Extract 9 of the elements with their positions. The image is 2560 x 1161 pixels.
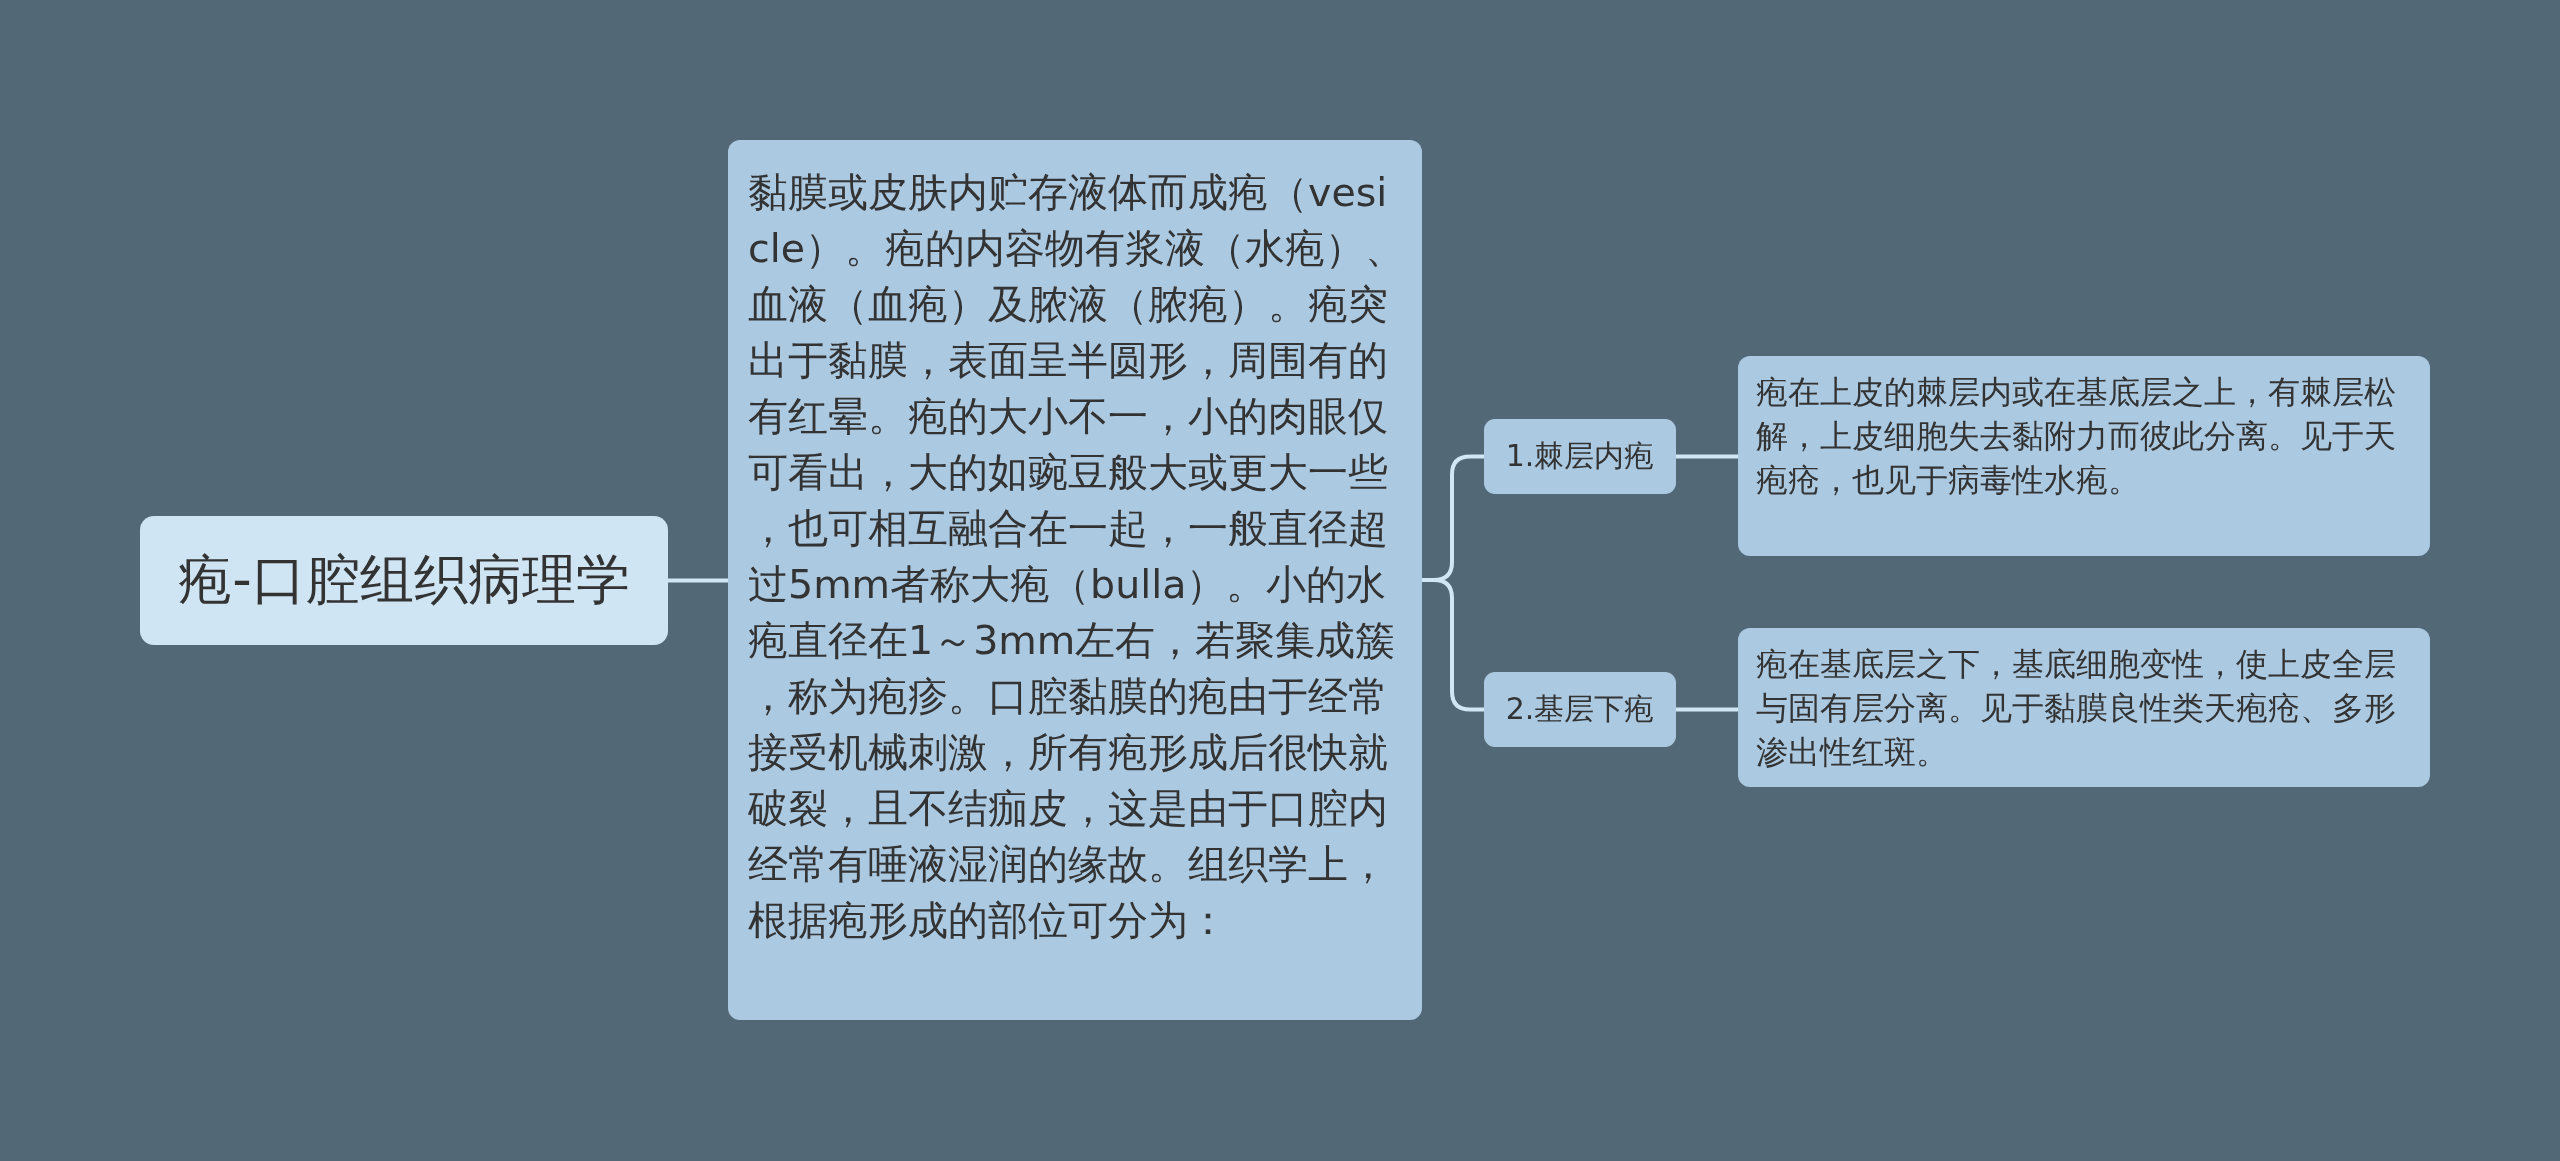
note-box: 疱在上皮的棘层内或在基底层之上，有棘层松解，上皮细胞失去黏附力而彼此分离。见于天疱疮，也见于病毒性水疱。 xyxy=(1738,356,2430,556)
note-box: 疱在基底层之下，基底细胞变性，使上皮全层与固有层分离。见于黏膜良性类天疱疮、多形渗出性红斑。 xyxy=(1738,628,2430,787)
subtopic-box: 1.棘层内疱 xyxy=(1484,419,1676,494)
connector-line xyxy=(668,578,728,583)
connector-line xyxy=(1676,454,1738,459)
connector-line xyxy=(1676,707,1738,712)
topic-box: 疱-口腔组织病理学 xyxy=(140,516,668,645)
subtopic-box: 2.基层下疱 xyxy=(1484,672,1676,747)
text-box: 黏膜或皮肤内贮存液体而成疱（vesicle）。疱的内容物有浆液（水疱）、血液（血疱）及脓液（脓疱）。疱突出于黏膜，表面呈半圆形，周围有的有红晕。疱的大小不一，小的肉眼仅可看出，大的如豌豆般大或更大一些，也可相互融合在一起，一般直径超过5mm者称大疱（bulla）。小的水疱直径在1～3mm左右，若聚集成簇，称为疱疹。口腔黏膜的疱由于经常接受机械刺激，所有疱形成后很快就破裂，且不结痂皮，这是由于口腔内经常有唾液湿润的缘故。组织学上，根据疱形成的部位可分为： xyxy=(728,140,1422,1020)
